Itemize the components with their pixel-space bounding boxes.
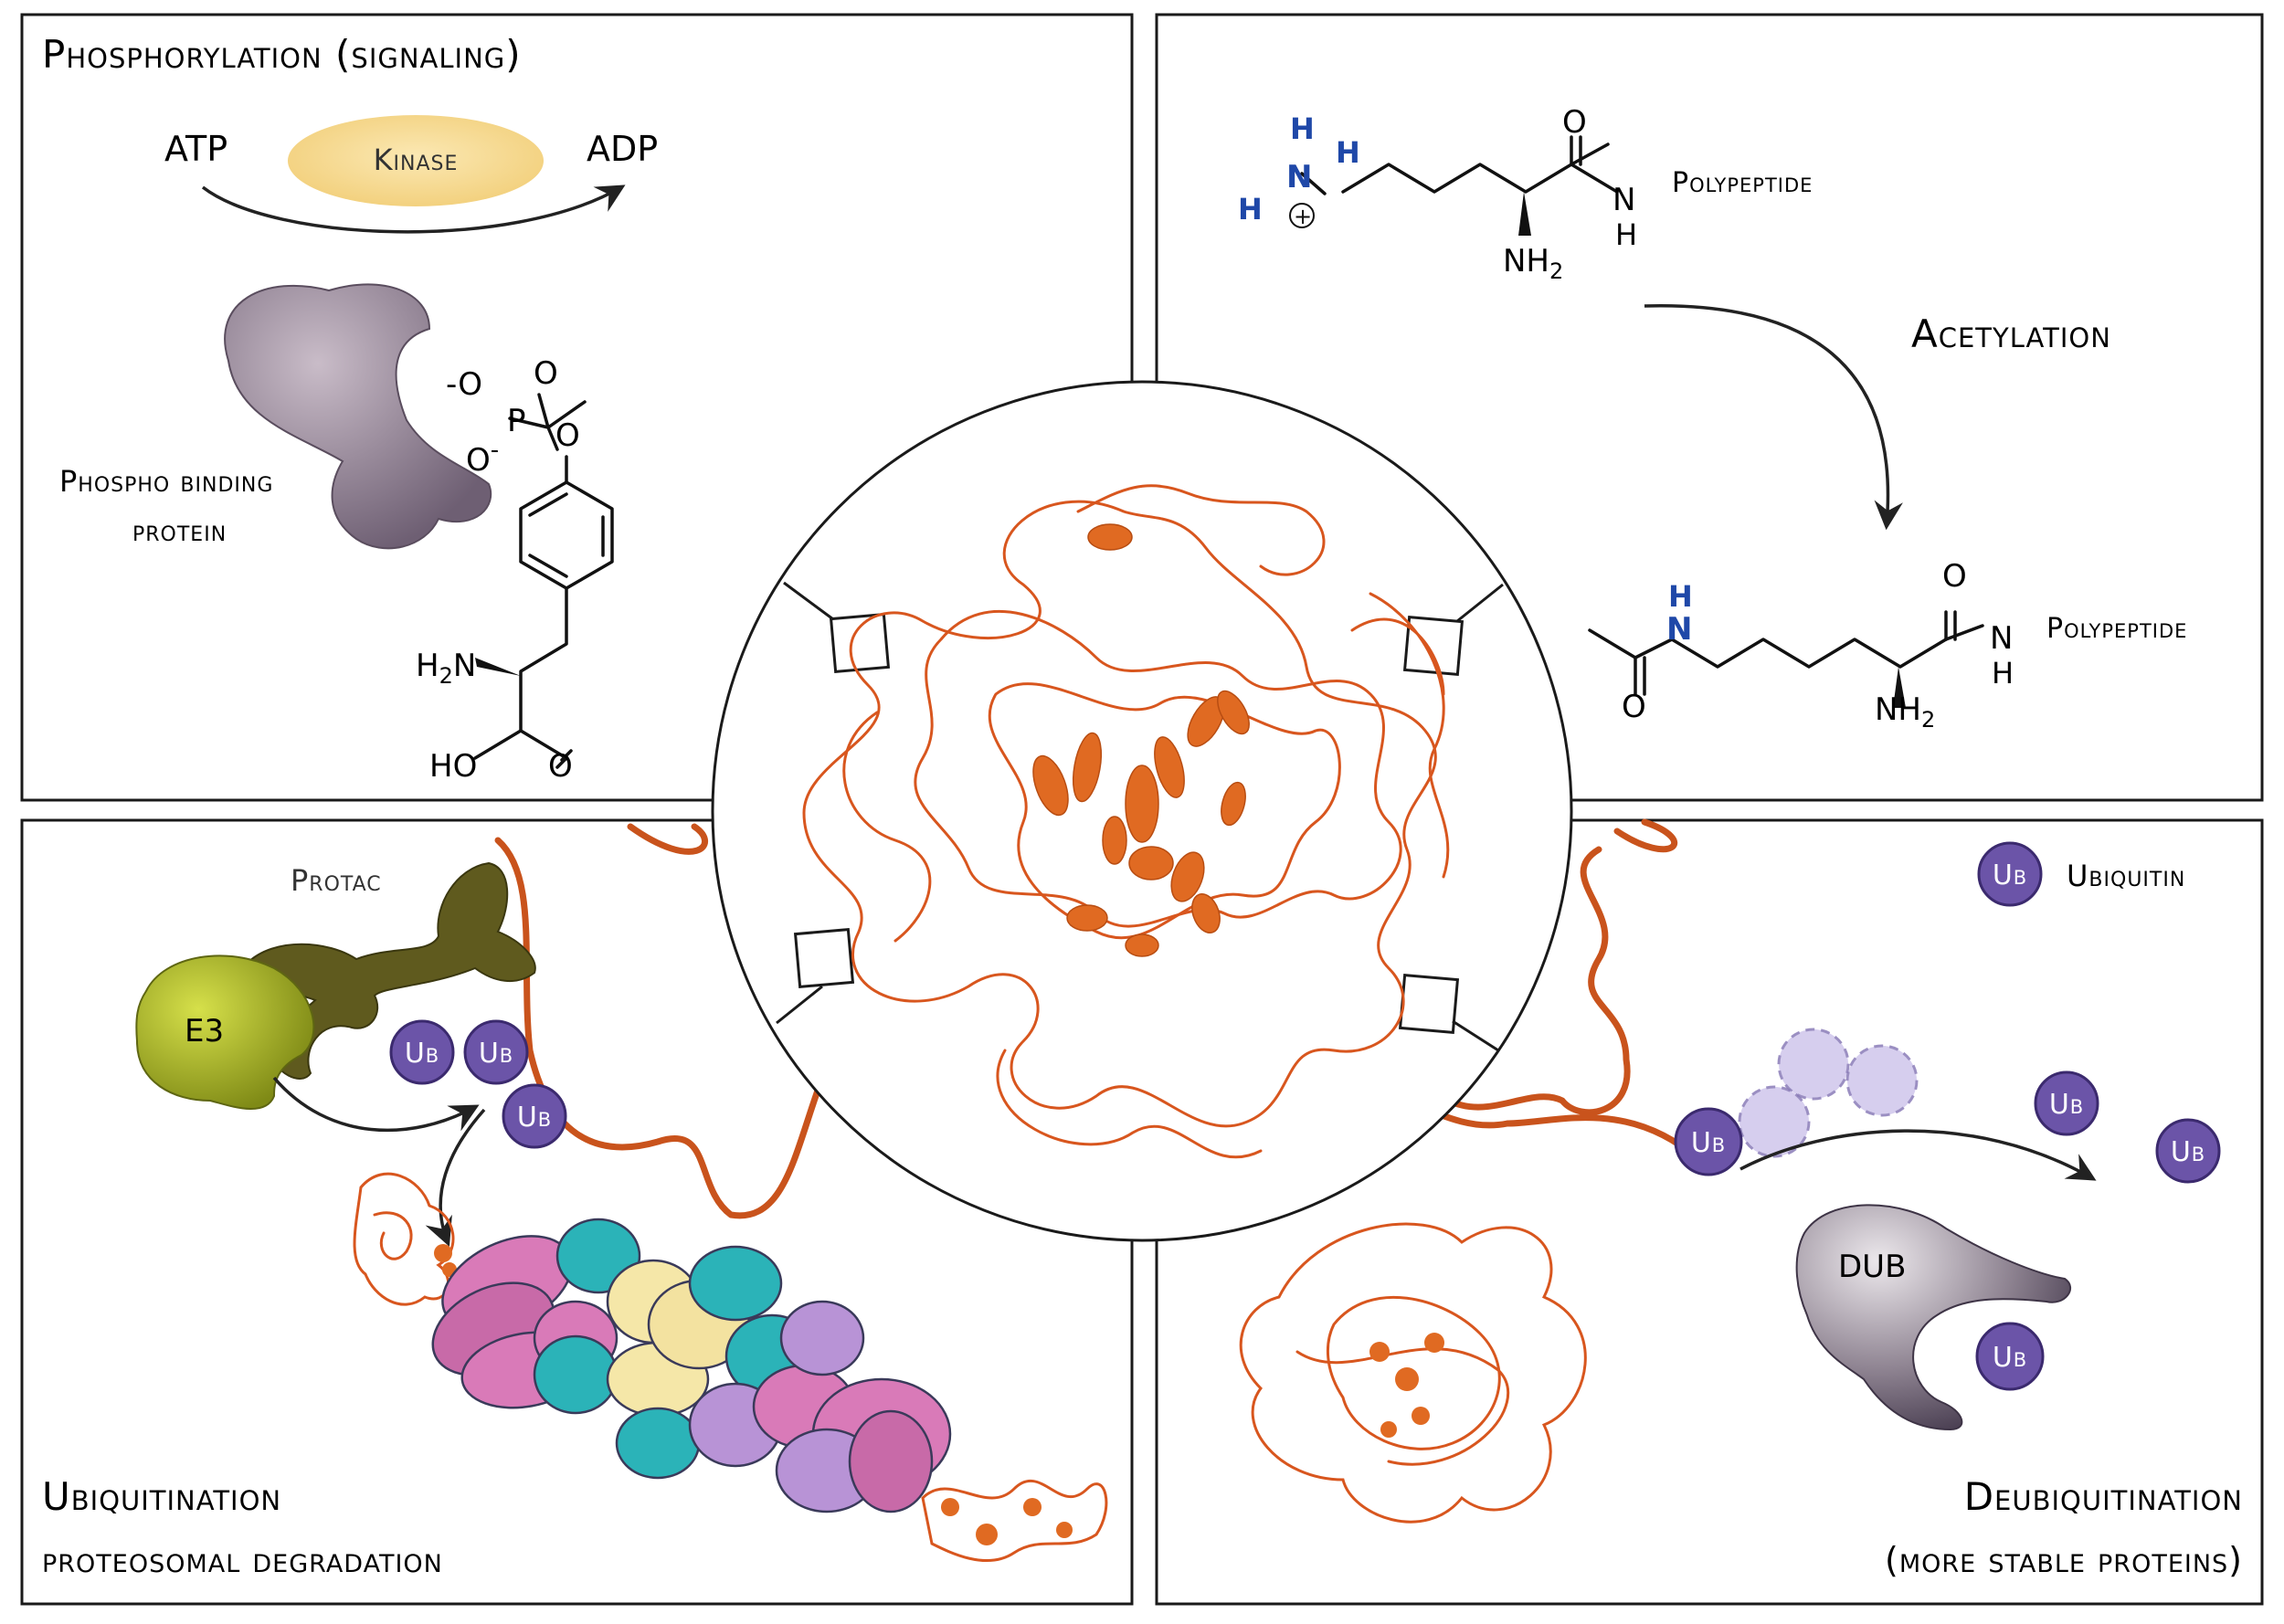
removed-ub-ghosts — [1738, 1028, 1919, 1158]
e3-to-ub-arrow — [272, 1076, 480, 1133]
ub-chain: Ub Ub Ub — [389, 1019, 567, 1149]
o-ester: O — [555, 417, 580, 454]
kinase-label: Kinase — [374, 142, 459, 177]
svg-text:Ub: Ub — [479, 1038, 513, 1070]
o-minus-bottom: O- — [466, 437, 499, 479]
ub-1: Ub — [389, 1019, 455, 1085]
amine-group: H2N — [416, 648, 476, 689]
acetylation-title: Acetylation — [1911, 311, 2111, 356]
folded-core — [1032, 523, 1250, 957]
svg-text:N: N — [1286, 159, 1312, 195]
phosphorylation-section: Phosphorylation (signaling) Kinase ATP A… — [42, 32, 658, 785]
acid-o: O — [548, 748, 573, 785]
svg-text:H: H — [1336, 135, 1360, 170]
acetyllysine-amide-n: N — [1990, 620, 2013, 657]
site-box-tr — [1402, 615, 1465, 677]
ub-2: Ub — [463, 1019, 529, 1085]
atp-label: ATP — [164, 129, 227, 169]
protac-label: Protac — [291, 863, 382, 898]
acetylation-section: H H N H + O N H NH2 Polypeptide Acetylat… — [1238, 104, 2187, 733]
acetyllysine-polypeptide-label: Polypeptide — [2046, 613, 2187, 645]
ubiquitin-legend: Ub — [1977, 841, 2043, 907]
lysine-structure — [1300, 135, 1619, 236]
proteasome — [431, 1218, 952, 1513]
ubiquitination-title-2: proteosomal degradation — [42, 1540, 443, 1580]
lysine-nh2: NH2 — [1503, 243, 1563, 284]
o-top: O — [534, 355, 558, 392]
lysine-polypeptide-label: Polypeptide — [1672, 167, 1813, 199]
phosphotyrosine-structure — [473, 393, 614, 769]
deubiquitination-title-1: Deubiquitination — [1964, 1474, 2243, 1519]
disordered-chain — [802, 484, 1450, 1159]
acetyllysine-nh2: NH2 — [1875, 691, 1935, 733]
dub-label: DUB — [1838, 1249, 1906, 1285]
lysine-amide-n: N — [1613, 182, 1635, 218]
kinase-reaction-arrow — [201, 185, 626, 234]
deubiquitination-section: Ub Ubiquitin Ub Ub Ub DUB Ub — [1239, 818, 2243, 1580]
e3-ligase — [135, 954, 315, 1110]
ub-attached: Ub — [1674, 1107, 1743, 1176]
site-connector-br — [1452, 1019, 1499, 1052]
site-connector-tl — [783, 581, 834, 621]
deubiquitination-title-2: (more stable proteins) — [1885, 1540, 2243, 1580]
svg-text:H: H — [1238, 192, 1263, 227]
site-connector-bl — [776, 985, 823, 1025]
deubiquitination-chain — [1359, 818, 1703, 1164]
svg-text:+: + — [1294, 204, 1312, 229]
adp-label: ADP — [587, 129, 658, 169]
phospho-binder-label-2: protein — [132, 513, 227, 548]
kinase-enzyme — [288, 115, 544, 206]
acid-ho: HO — [429, 748, 477, 785]
o-minus-top: -O — [446, 366, 482, 403]
ub-released-1: Ub — [2034, 1070, 2099, 1136]
acetyl-nh-h: H — [1668, 579, 1693, 614]
site-box-tl — [829, 612, 891, 674]
phospho-binder-label-1: Phospho binding — [59, 464, 273, 499]
svg-text:Ub: Ub — [1993, 859, 2027, 891]
svg-text:Ub: Ub — [517, 1102, 552, 1134]
ubiquitination-section: Protac E3 Ub Ub Ub — [42, 823, 1108, 1580]
site-connector-tr — [1456, 583, 1504, 623]
ubiquitin-legend-label: Ubiquitin — [2067, 859, 2185, 893]
svg-text:Ub: Ub — [405, 1038, 439, 1070]
acetyllysine-carbonyl-o: O — [1942, 558, 1967, 595]
site-box-bl — [793, 927, 855, 989]
acetyl-nh-n: N — [1666, 611, 1692, 648]
lysine-carbonyl-o: O — [1562, 104, 1587, 141]
dub-enzyme — [1795, 1204, 2072, 1431]
p-atom: P — [507, 403, 526, 439]
ubiquitination-title-1: Ubiquitination — [42, 1474, 281, 1519]
svg-text:Ub: Ub — [1691, 1127, 1726, 1159]
acetyl-o: O — [1622, 689, 1646, 725]
ub-released-2: Ub — [2155, 1118, 2221, 1184]
acetyllysine-structure — [1588, 610, 1984, 708]
phosphorylation-title: Phosphorylation (signaling) — [42, 32, 522, 77]
acetylation-arrow — [1644, 304, 1903, 531]
charged-amine: H H N H + — [1238, 111, 1360, 229]
dub-release-arrow — [1739, 1129, 2097, 1181]
svg-text:Ub: Ub — [2171, 1136, 2205, 1168]
ub-to-substrate-arrow — [425, 1108, 486, 1247]
phospho-binding-protein — [224, 283, 492, 550]
e3-label: E3 — [185, 1013, 224, 1049]
svg-text:H: H — [1290, 111, 1315, 146]
stable-protein — [1239, 1222, 1587, 1524]
central-protein — [711, 380, 1573, 1242]
ub-3: Ub — [502, 1083, 567, 1149]
acetyllysine-amide-h: H — [1992, 656, 2014, 691]
degraded-fragments — [921, 1479, 1108, 1562]
ub-bound-dub: Ub — [1975, 1322, 2045, 1391]
svg-text:Ub: Ub — [1993, 1342, 2027, 1374]
lysine-amide-h: H — [1615, 217, 1637, 252]
svg-text:Ub: Ub — [2049, 1089, 2084, 1121]
